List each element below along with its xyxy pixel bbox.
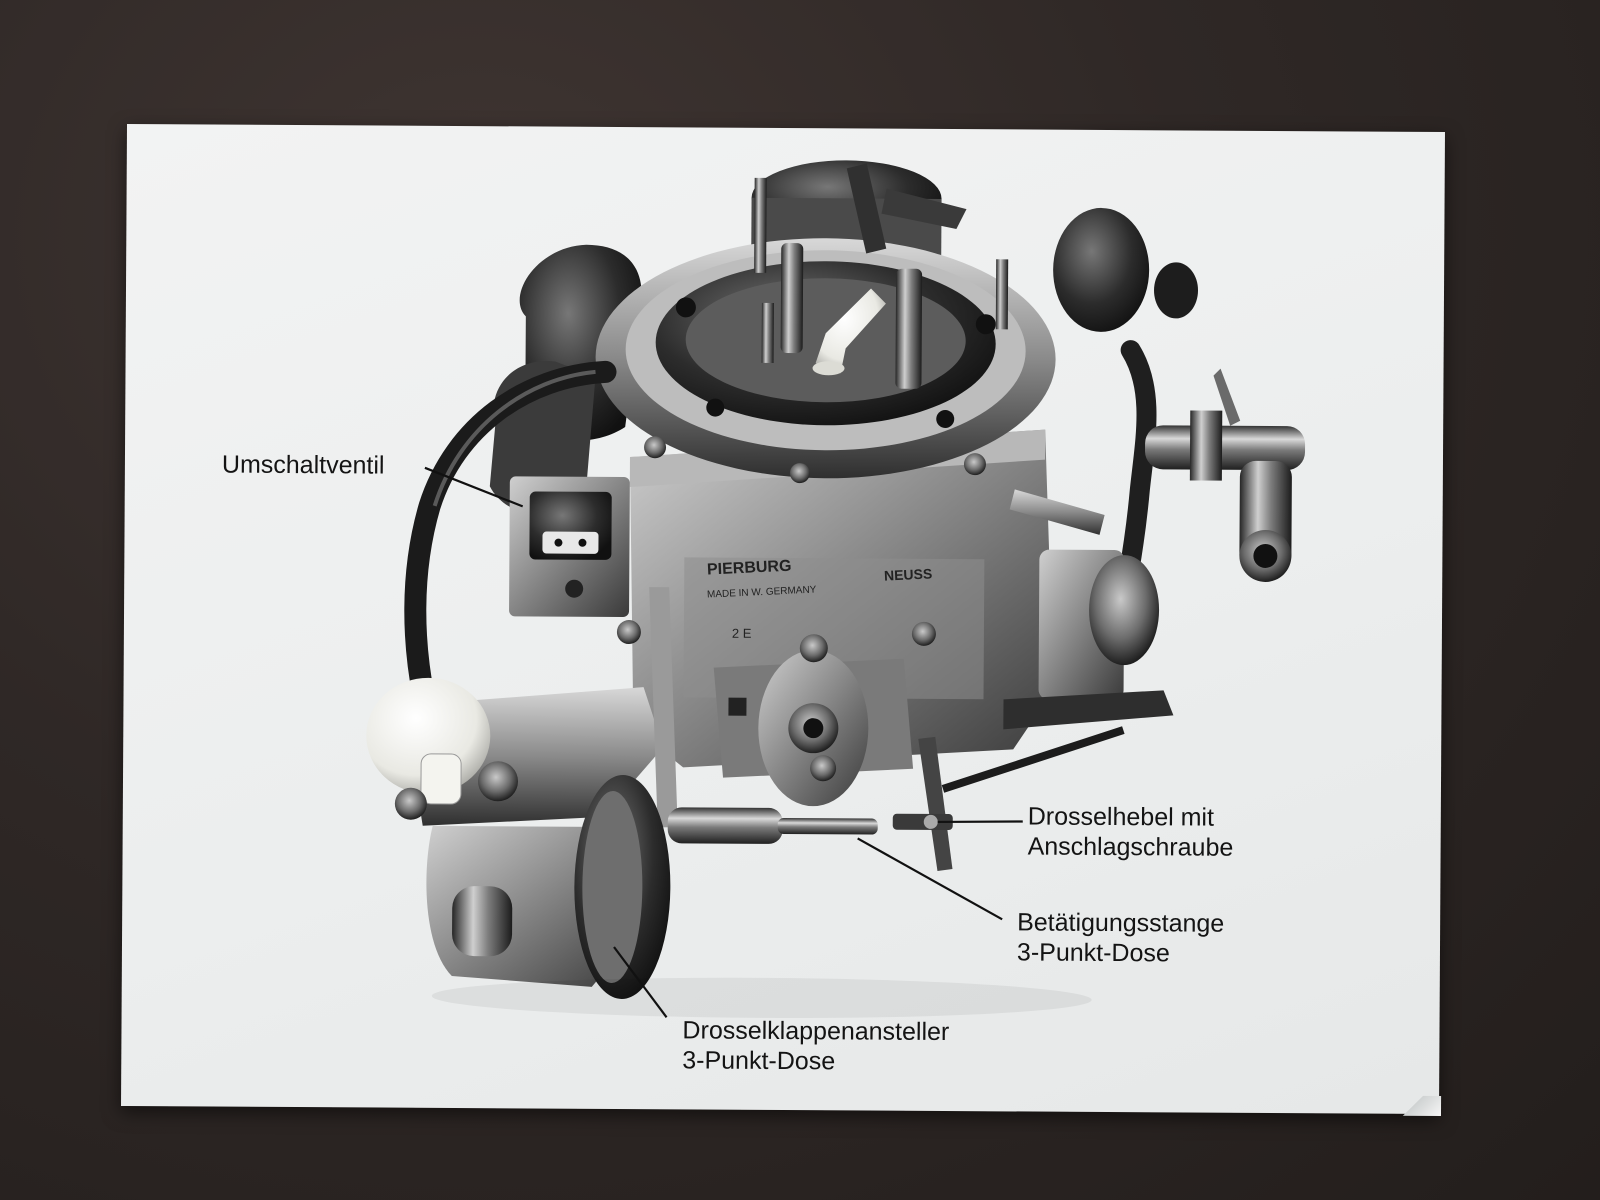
leader-line-drosselklappenansteller	[613, 946, 668, 1018]
card-bent-corner	[1396, 1095, 1442, 1117]
photo-card: PIERBURG MADE IN W. GERMANY NEUSS 2 E Um…	[121, 123, 1445, 1117]
engraving-city: NEUSS	[884, 565, 933, 583]
label-drosselklappenansteller: Drosselklappenansteller 3-Punkt-Dose	[682, 1015, 949, 1077]
label-betaetigungsstange-line1: Betätigungsstange	[1017, 908, 1225, 938]
leader-line-betaetigungsstange	[857, 837, 1003, 921]
label-betaetigungsstange: Betätigungsstange 3-Punkt-Dose	[1017, 907, 1224, 968]
engraving-model: 2 E	[732, 626, 752, 641]
label-drosselhebel-line1: Drosselhebel mit	[1027, 802, 1215, 832]
engraving-made-in: MADE IN W. GERMANY	[707, 584, 817, 600]
label-drosselklappenansteller-line1: Drosselklappenansteller	[682, 1016, 950, 1047]
carburetor-illustration: PIERBURG MADE IN W. GERMANY NEUSS 2 E	[366, 160, 1306, 1018]
label-umschaltventil-line1: Umschaltventil	[221, 450, 385, 480]
label-drosselhebel: Drosselhebel mit Anschlagschraube	[1028, 801, 1234, 862]
label-betaetigungsstange-line2: 3-Punkt-Dose	[1016, 938, 1170, 968]
leader-line-umschaltventil	[424, 466, 524, 508]
label-umschaltventil: Umschaltventil	[222, 450, 385, 481]
label-drosselhebel-line2: Anschlagschraube	[1027, 832, 1234, 862]
engraving-brand: PIERBURG	[707, 558, 792, 579]
label-drosselklappenansteller-line2: 3-Punkt-Dose	[682, 1046, 836, 1076]
leader-line-drosselhebel	[937, 820, 1023, 824]
